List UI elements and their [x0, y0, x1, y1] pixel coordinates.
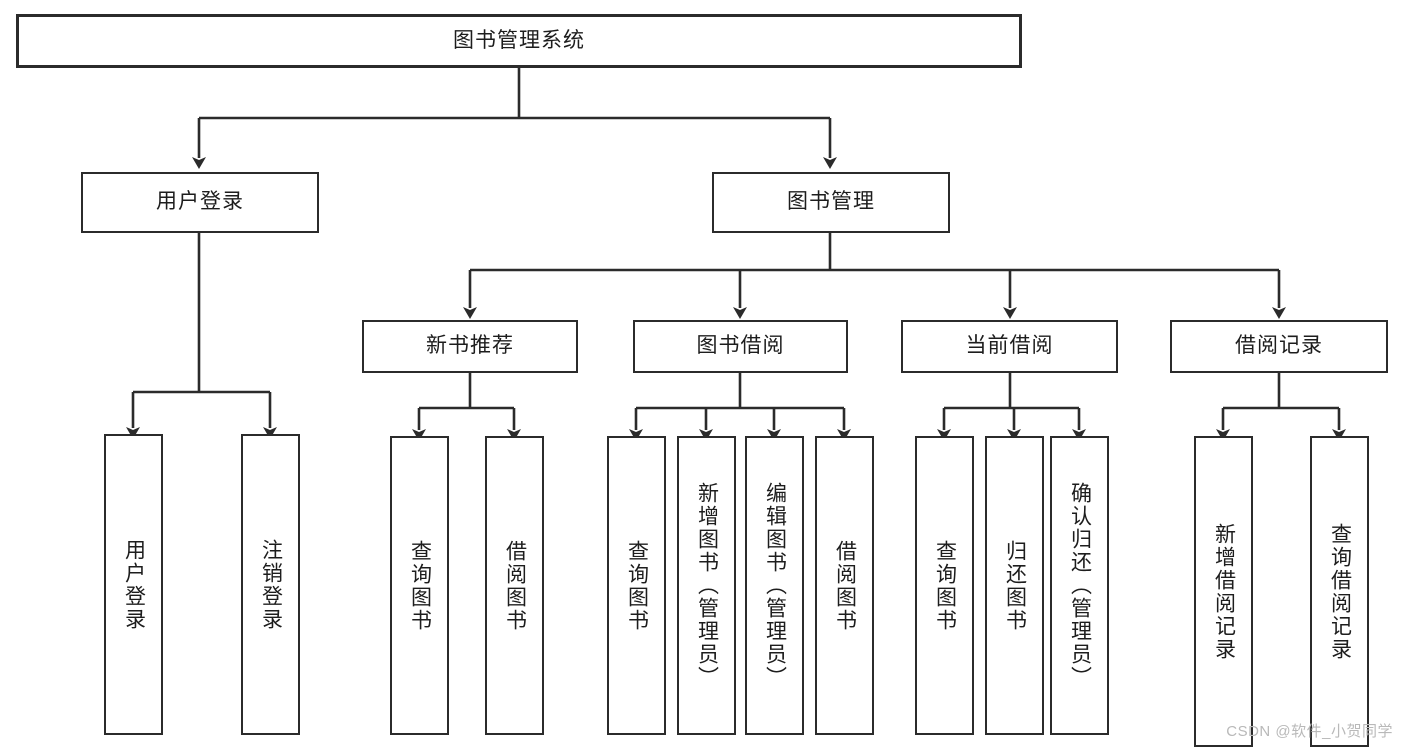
node-root-label: 图书管理系统 [453, 28, 585, 52]
leaf-record-add[interactable]: 新增借阅记录 [1194, 436, 1253, 747]
leaf-new-book-borrow[interactable]: 借阅图书 [485, 436, 544, 735]
leaf-new-book-query[interactable]: 查询图书 [390, 436, 449, 735]
leaf-borrow-query-book[interactable]: 查询图书 [607, 436, 666, 735]
leaf-label: 借阅图书 [833, 539, 857, 632]
leaf-label: 查询图书 [933, 539, 957, 632]
node-book-management[interactable]: 图书管理 [712, 172, 950, 233]
watermark: CSDN @软件_小贺同学 [1226, 723, 1393, 740]
leaf-current-return-book[interactable]: 归还图书 [985, 436, 1044, 735]
leaf-label: 用户登录 [122, 538, 146, 631]
node-borrow-record-label: 借阅记录 [1235, 334, 1323, 358]
leaf-user-login-login[interactable]: 用户登录 [104, 434, 163, 735]
leaf-label: 注销登录 [259, 538, 283, 631]
leaf-label: 归还图书 [1003, 539, 1027, 632]
leaf-label: 借阅图书 [503, 539, 527, 632]
leaf-current-query-book[interactable]: 查询图书 [915, 436, 974, 735]
node-borrow-record[interactable]: 借阅记录 [1170, 320, 1388, 373]
leaf-borrow-add-book[interactable]: 新增图书（管理员） [677, 436, 736, 735]
leaf-label: 确认归还（管理员） [1068, 482, 1092, 689]
leaf-label: 查询借阅记录 [1328, 522, 1352, 661]
node-new-book-recommend-label: 新书推荐 [426, 334, 514, 358]
leaf-label: 编辑图书（管理员） [763, 482, 787, 689]
node-user-login[interactable]: 用户登录 [81, 172, 319, 233]
node-current-borrow-label: 当前借阅 [965, 334, 1054, 358]
node-new-book-recommend[interactable]: 新书推荐 [362, 320, 578, 373]
node-root[interactable]: 图书管理系统 [16, 14, 1022, 68]
leaf-label: 查询图书 [625, 539, 649, 632]
leaf-label: 新增借阅记录 [1212, 522, 1236, 661]
leaf-current-confirm-return[interactable]: 确认归还（管理员） [1050, 436, 1109, 735]
leaf-borrow-borrow-book[interactable]: 借阅图书 [815, 436, 874, 735]
node-user-login-label: 用户登录 [156, 190, 244, 214]
leaf-label: 查询图书 [408, 539, 432, 632]
node-book-borrow[interactable]: 图书借阅 [633, 320, 848, 373]
leaf-record-query[interactable]: 查询借阅记录 [1310, 436, 1369, 747]
node-book-borrow-label: 图书借阅 [696, 334, 785, 358]
leaf-user-login-logout[interactable]: 注销登录 [241, 434, 300, 735]
node-current-borrow[interactable]: 当前借阅 [901, 320, 1118, 373]
node-book-management-label: 图书管理 [787, 190, 875, 214]
leaf-borrow-edit-book[interactable]: 编辑图书（管理员） [745, 436, 804, 735]
leaf-label: 新增图书（管理员） [695, 482, 719, 689]
